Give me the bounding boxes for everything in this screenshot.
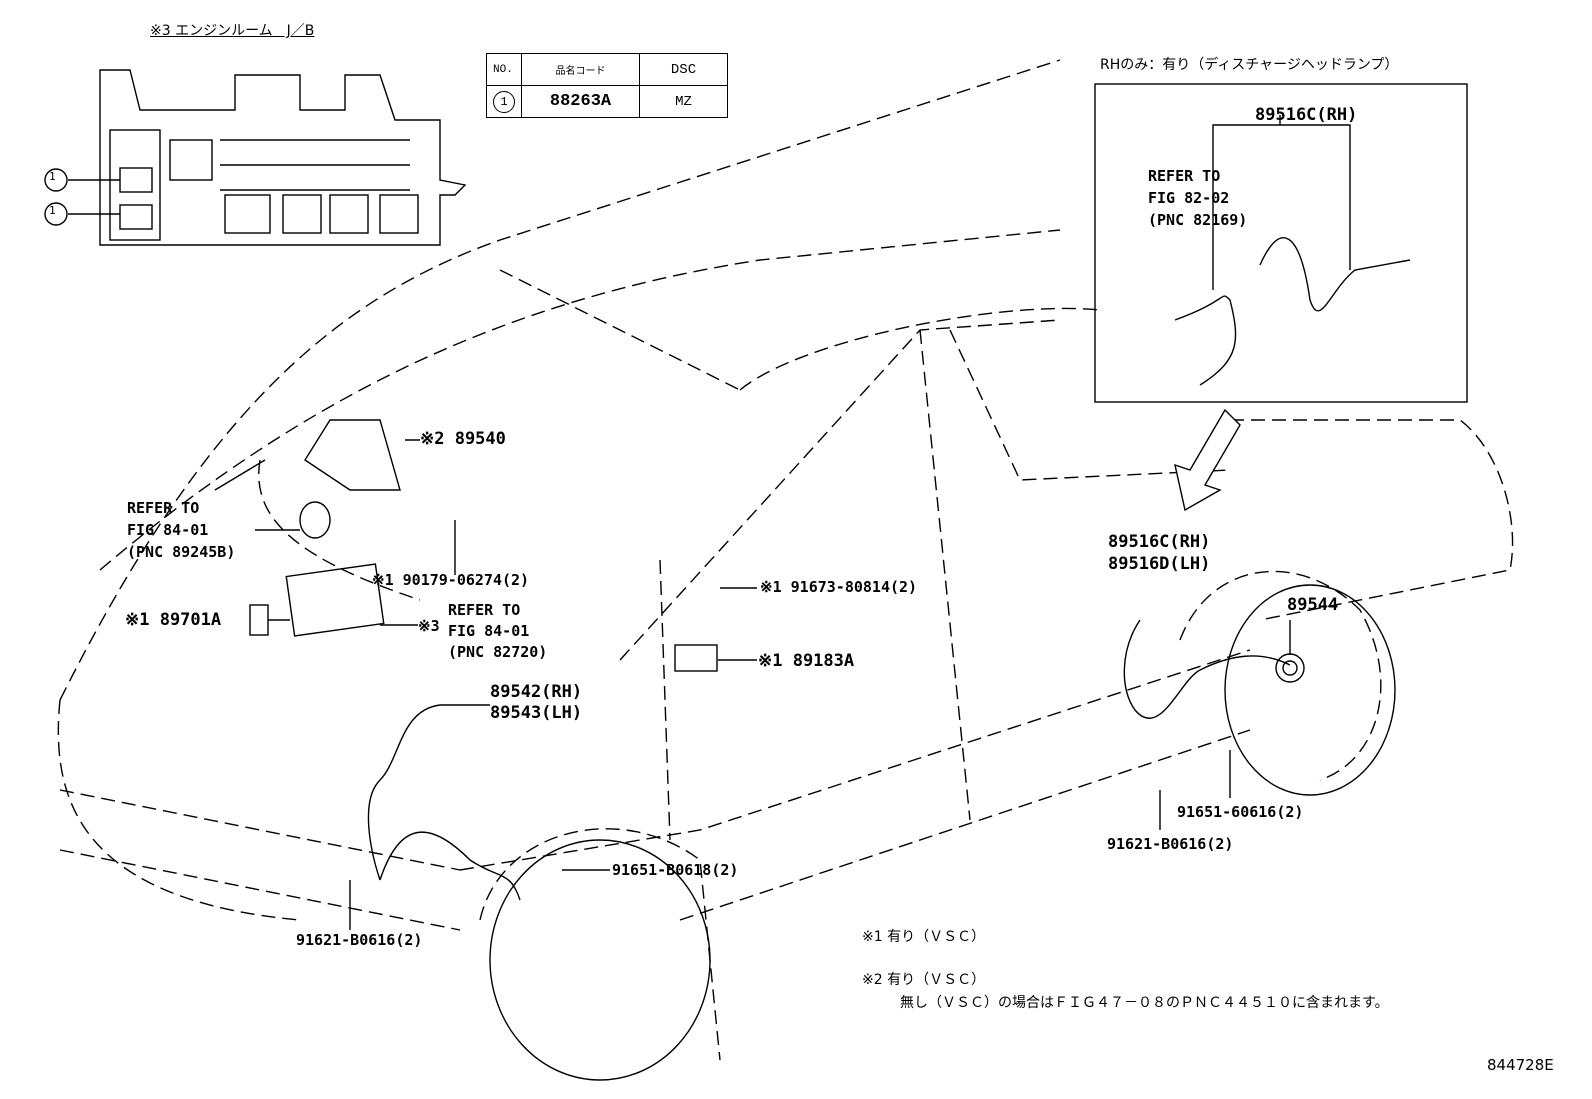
note-1: ※1 有り（ＶＳＣ） [862, 929, 986, 945]
part-label-91621-rear: 91621-B0616(2) [1107, 835, 1234, 853]
part-label-89183a: ※1 89183A [758, 651, 855, 671]
inset-box [1094, 83, 1468, 403]
row-no: 1 [493, 90, 515, 113]
header-no: NO. [486, 53, 522, 86]
header-dsc: DSC [639, 53, 728, 86]
parts-table: NO. 品名コード DSC 1 88263A MZ [486, 53, 728, 118]
part-label-89540: ※2 89540 [420, 429, 506, 449]
figure-id: 844728E [1487, 1056, 1554, 1074]
part-label-91651-60616: 91651-60616(2) [1177, 803, 1304, 821]
row-dsc: MZ [639, 85, 728, 118]
table-row: 1 88263A MZ [486, 85, 728, 118]
note3-marker: ※3 [418, 617, 440, 635]
part-label-91621-front: 91621-B0616(2) [296, 931, 423, 949]
row-code: 88263A [521, 85, 640, 118]
note-2-detail: 無し（ＶＳＣ）の場合はＦＩＧ４７－０８のＰＮＣ４４５１０に含まれます。 [900, 995, 1389, 1011]
car-outline [57, 59, 1514, 1061]
junction-block-drawing [44, 69, 467, 246]
part-label-89516: 89516C(RH)89516D(LH) [1108, 532, 1211, 574]
part-label-90179: ※1 90179-06274(2) [372, 571, 530, 589]
part-label-89542: 89542(RH)89543(LH) [490, 682, 583, 723]
part-label-91673: ※1 91673-80814(2) [760, 578, 918, 596]
header-code: 品名コード [521, 53, 640, 86]
part-label-89701a: ※1 89701A [125, 610, 222, 630]
callout-number: 1 [49, 204, 56, 217]
junction-block-title: ※3 エンジンルーム J／B [150, 23, 315, 39]
part-label-91651-b0618: 91651-B0618(2) [612, 861, 739, 879]
note-2: ※2 有り（ＶＳＣ） [862, 972, 986, 988]
inset-part-label: 89516C(RH) [1255, 105, 1358, 125]
callout-number: 1 [49, 170, 56, 183]
part-label-89544: 89544 [1287, 595, 1339, 615]
inset-caption: RHのみ：有り（ディスチャージヘッドランプ） [1100, 57, 1399, 73]
table-header-row: NO. 品名コード DSC [486, 53, 728, 86]
